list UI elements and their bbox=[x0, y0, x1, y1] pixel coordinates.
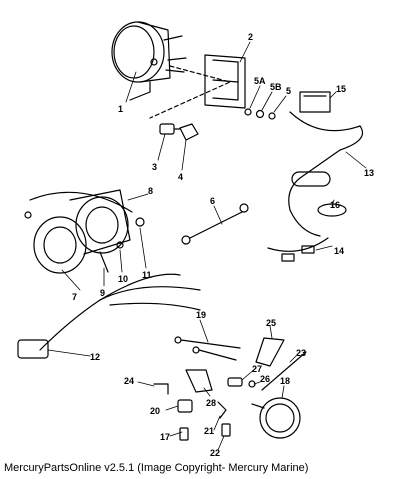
callout-23: 23 bbox=[296, 348, 306, 358]
nut-part-small bbox=[135, 217, 145, 227]
callout-7: 7 bbox=[72, 292, 77, 302]
fitting-part bbox=[227, 377, 243, 387]
callout-13: 13 bbox=[364, 168, 374, 178]
boot-part bbox=[179, 123, 199, 141]
clip-part bbox=[299, 91, 331, 113]
image-caption: MercuryPartsOnline v2.5.1 (Image Copyrig… bbox=[4, 462, 309, 474]
callout-27: 27 bbox=[252, 364, 262, 374]
callout-16: 16 bbox=[330, 200, 340, 210]
callout-3: 3 bbox=[152, 162, 157, 172]
callout-12: 12 bbox=[90, 352, 100, 362]
callout-1: 1 bbox=[118, 104, 123, 114]
connector-part bbox=[159, 123, 181, 135]
callout-21: 21 bbox=[204, 426, 214, 436]
elbow-part bbox=[153, 383, 169, 395]
screw-small-part bbox=[179, 427, 189, 441]
exploded-parts-diagram: 1 2 3 4 5A 5B 5 6 7 8 9 10 11 12 13 14 1… bbox=[17, 21, 374, 458]
nut-part bbox=[268, 112, 276, 120]
sensor-wire-part bbox=[261, 351, 307, 391]
callout-19: 19 bbox=[196, 310, 206, 320]
callout-14: 14 bbox=[334, 246, 344, 256]
tube-part bbox=[255, 337, 285, 367]
callout-20: 20 bbox=[150, 406, 160, 416]
gauge-cluster-part bbox=[24, 189, 133, 274]
callout-5: 5 bbox=[286, 86, 291, 96]
lock-washer-part bbox=[255, 109, 265, 119]
gauge-body-part bbox=[111, 21, 187, 101]
mounting-bracket-part bbox=[204, 54, 246, 109]
harness-part bbox=[288, 111, 364, 211]
callout-5a: 5A bbox=[254, 76, 266, 86]
screw-small-part-2 bbox=[221, 423, 231, 437]
block-part bbox=[177, 399, 193, 413]
small-bracket-part bbox=[185, 369, 213, 393]
fitting-small-part bbox=[217, 401, 227, 419]
callout-4: 4 bbox=[178, 172, 183, 182]
gauge-part bbox=[251, 397, 301, 439]
callout-26: 26 bbox=[260, 374, 270, 384]
callout-15: 15 bbox=[336, 84, 346, 94]
callout-6: 6 bbox=[210, 196, 215, 206]
callout-17: 17 bbox=[160, 432, 170, 442]
strap-part bbox=[317, 203, 347, 217]
main-harness-part bbox=[17, 273, 201, 359]
wire-set-part bbox=[174, 336, 241, 361]
callout-2: 2 bbox=[248, 32, 253, 42]
callout-24: 24 bbox=[124, 376, 134, 386]
callout-25: 25 bbox=[266, 318, 276, 328]
callout-22: 22 bbox=[210, 448, 220, 458]
callout-9: 9 bbox=[100, 288, 105, 298]
callout-5b: 5B bbox=[270, 82, 282, 92]
assembly-dashed-line bbox=[149, 65, 231, 119]
washer-part bbox=[244, 108, 252, 116]
callout-10: 10 bbox=[118, 274, 128, 284]
callout-18: 18 bbox=[280, 376, 290, 386]
callout-labels: 1 2 3 4 5A 5B 5 6 7 8 9 10 11 12 13 14 1… bbox=[72, 32, 374, 458]
callout-8: 8 bbox=[148, 186, 153, 196]
callout-28: 28 bbox=[206, 398, 216, 408]
lead-wire-part bbox=[267, 209, 329, 262]
leader-lines bbox=[47, 41, 367, 451]
washer-part-small bbox=[116, 241, 124, 249]
jumper-wire-part bbox=[181, 203, 249, 245]
callout-11: 11 bbox=[142, 270, 152, 280]
screw-part bbox=[99, 251, 109, 273]
